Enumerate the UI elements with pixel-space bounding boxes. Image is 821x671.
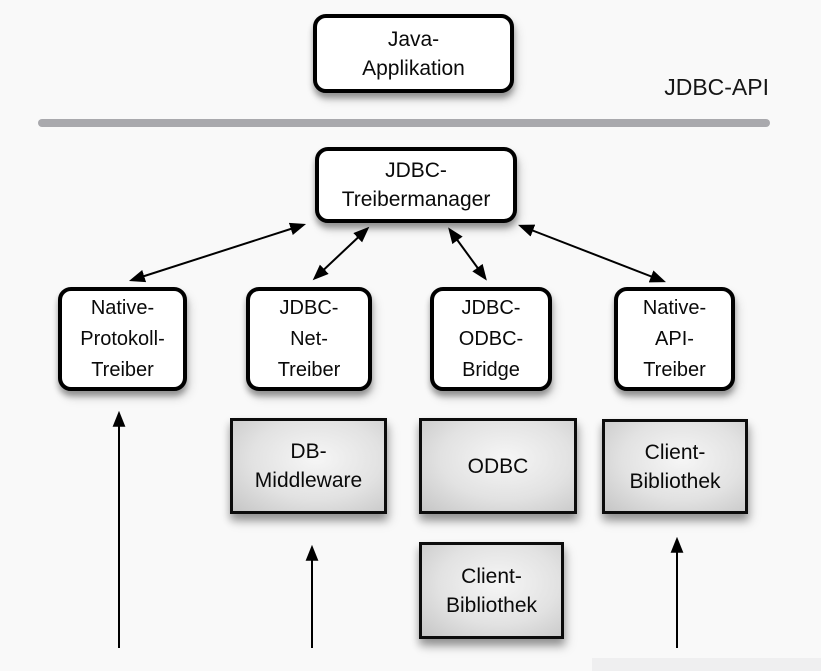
node-jdbc-treibermanager: JDBC- Treibermanager: [315, 147, 517, 223]
node-jdbc-odbc-bridge: JDBC- ODBC- Bridge: [430, 287, 552, 391]
jdbc-api-label: JDBC-API: [664, 74, 769, 100]
node-jdbc-net-treiber: JDBC- Net- Treiber: [246, 287, 372, 391]
node-client-bibliothek-native-api-label: Client- Bibliothek: [629, 440, 721, 493]
node-db-middleware: DB- Middleware: [230, 418, 387, 514]
node-client-bibliothek-odbc: Client- Bibliothek: [419, 542, 564, 639]
node-jdbc-odbc-bridge-label: JDBC- ODBC- Bridge: [458, 296, 524, 381]
node-java-applikation-label: Java- Applikation: [362, 27, 465, 80]
node-native-api-treiber: Native- API- Treiber: [614, 287, 735, 391]
node-native-protokoll-treiber: Native- Protokoll- Treiber: [58, 287, 187, 391]
node-client-bibliothek-native-api: Client- Bibliothek: [602, 419, 748, 514]
node-db-middleware-label: DB- Middleware: [254, 440, 363, 492]
node-native-protokoll-treiber-label: Native- Protokoll- Treiber: [80, 296, 165, 381]
cutoff-box-edge: [592, 658, 821, 671]
node-jdbc-treibermanager-label: JDBC- Treibermanager: [341, 159, 491, 211]
node-client-bibliothek-odbc-label: Client- Bibliothek: [445, 564, 538, 617]
jdbc-api-divider-line: [38, 119, 770, 127]
arrow-treibermanager-jdbc-net: [312, 226, 370, 281]
node-odbc: ODBC: [419, 418, 577, 514]
node-jdbc-net-treiber-label: JDBC- Net- Treiber: [277, 296, 341, 381]
arrow-treibermanager-jdbc-odbc: [448, 227, 487, 281]
node-odbc-label: ODBC: [467, 454, 529, 478]
arrow-treibermanager-native-protokoll: [128, 222, 307, 283]
arrow-treibermanager-native-api: [518, 224, 666, 283]
node-native-api-treiber-label: Native- API- Treiber: [642, 296, 707, 381]
node-java-applikation: Java- Applikation: [313, 14, 514, 93]
